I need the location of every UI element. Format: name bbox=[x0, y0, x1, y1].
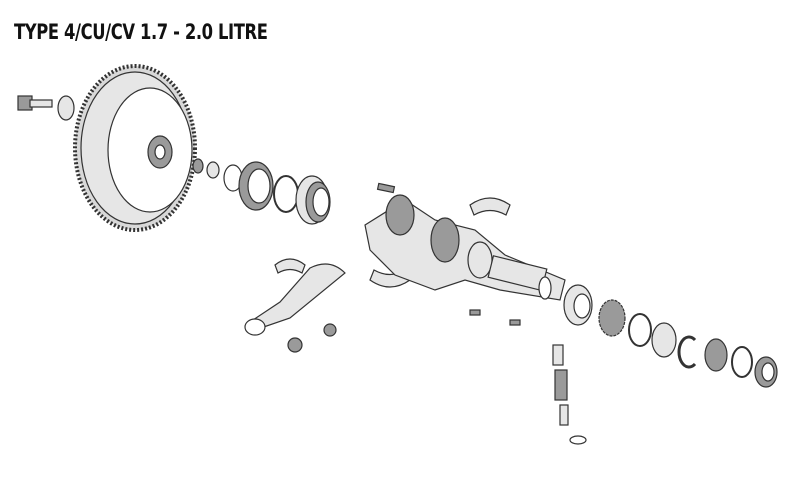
pilot-bearing bbox=[192, 158, 220, 179]
front-oil-seal bbox=[754, 356, 778, 388]
crankshaft-gear bbox=[598, 299, 626, 337]
spring bbox=[552, 344, 564, 366]
main-bearing-flange bbox=[295, 175, 331, 225]
oil-slinger bbox=[704, 338, 728, 372]
distributor-drive-shaft bbox=[552, 344, 587, 445]
dowel-pin bbox=[376, 182, 396, 194]
diagram-title: TYPE 4/CU/CV 1.7 - 2.0 LITRE bbox=[14, 20, 268, 44]
woodruff-key bbox=[469, 309, 481, 316]
distributor-gear-bearing bbox=[563, 284, 593, 326]
flywheel-bolt bbox=[17, 95, 75, 121]
flywheel-washer bbox=[57, 95, 75, 121]
shim bbox=[273, 175, 299, 213]
rod-bearing-upper bbox=[274, 258, 306, 274]
flywheel bbox=[73, 64, 197, 232]
crankshaft bbox=[364, 194, 566, 301]
spacer-ring bbox=[731, 346, 753, 378]
rod-nut bbox=[323, 323, 337, 337]
circlip bbox=[677, 335, 697, 369]
distributor-drive-gear bbox=[651, 322, 677, 358]
rod-nut bbox=[287, 337, 303, 353]
bearing-shell-upper bbox=[469, 197, 511, 216]
connecting-rod bbox=[244, 258, 346, 353]
washer bbox=[569, 435, 587, 445]
oil-seal bbox=[238, 161, 274, 211]
woodruff-key bbox=[509, 319, 521, 326]
spacer bbox=[628, 313, 652, 347]
